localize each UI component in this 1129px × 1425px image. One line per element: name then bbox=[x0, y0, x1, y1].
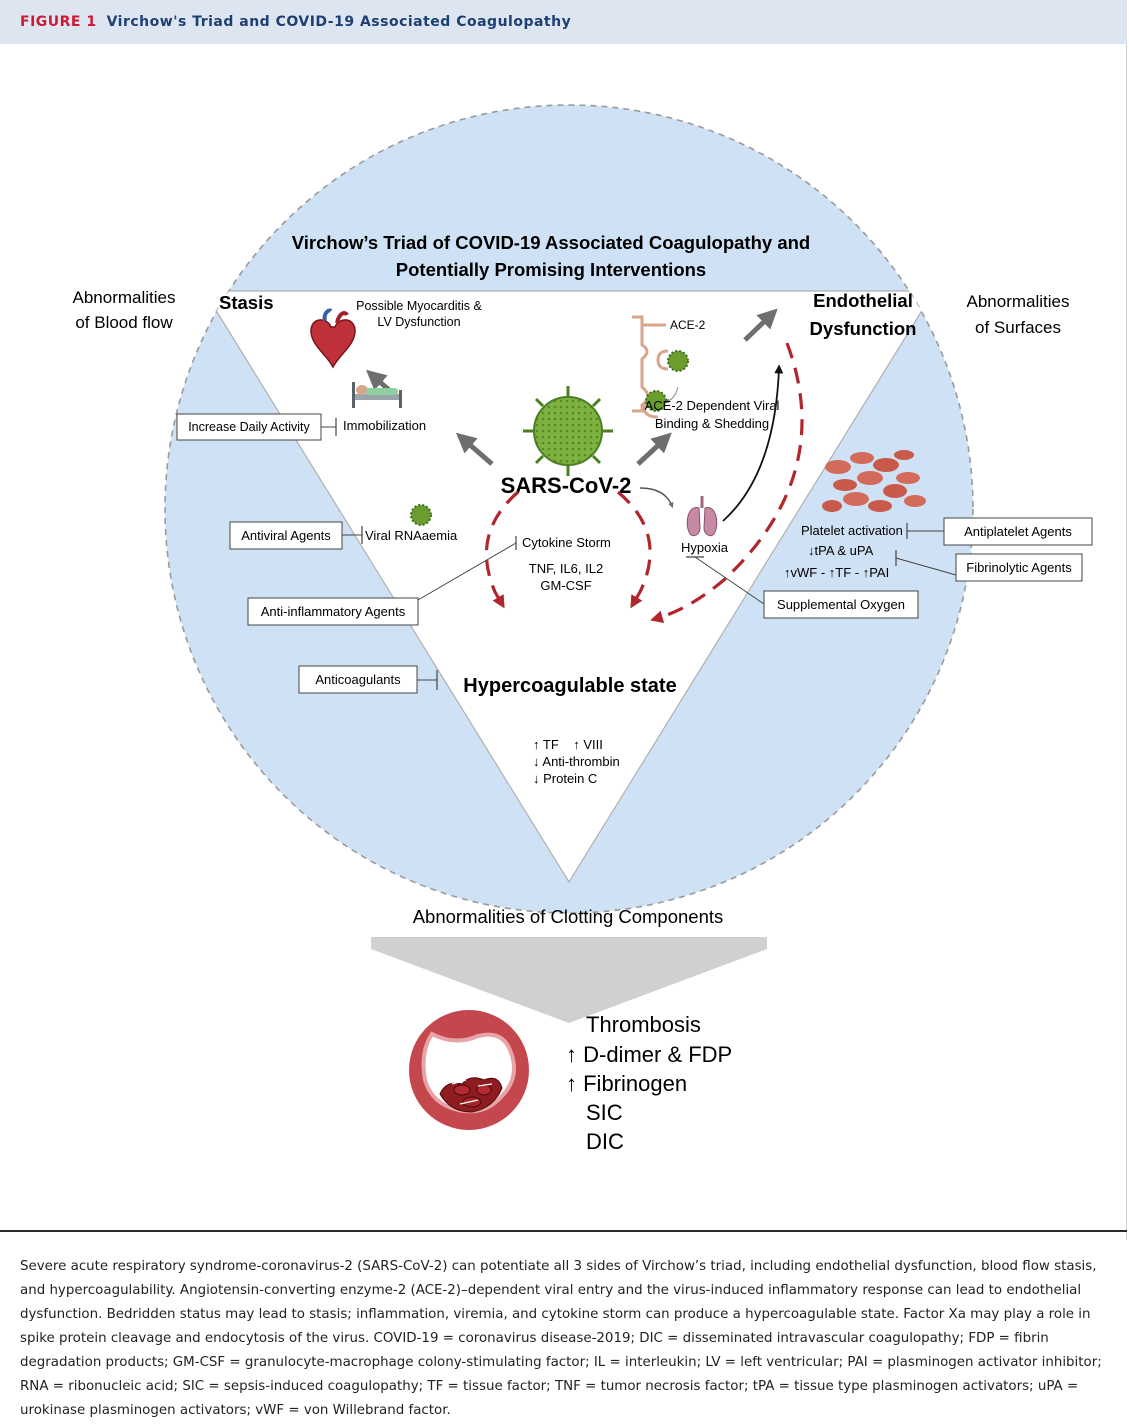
hypoxia-label: Hypoxia bbox=[681, 540, 729, 555]
outcome-thrombosis: Thrombosis bbox=[586, 1012, 701, 1037]
hospital-bed-icon bbox=[352, 382, 402, 408]
caption-text: Severe acute respiratory syndrome-corona… bbox=[20, 1259, 1102, 1418]
clotting-factors-label-2: ↓ Anti-thrombin bbox=[533, 754, 620, 769]
cell-receptor-icon bbox=[632, 315, 679, 419]
left-outer-label-2: of Blood flow bbox=[75, 313, 173, 332]
myocarditis-label-1: Possible Myocarditis & bbox=[356, 299, 482, 313]
ace2-binding-label-1: ACE-2 Dependent Viral bbox=[645, 398, 780, 413]
diagram-heading-line2: Potentially Promising Interventions bbox=[396, 259, 706, 280]
platelet-activation-label: Platelet activation bbox=[801, 523, 903, 538]
right-outer-label-2: of Surfaces bbox=[975, 318, 1061, 337]
corner-stasis: Stasis bbox=[219, 292, 274, 313]
cytokines-label-2: GM-CSF bbox=[540, 578, 591, 593]
blood-vessel-clot-icon bbox=[409, 1010, 529, 1130]
viral-rnaaemia-label: Viral RNAaemia bbox=[365, 528, 458, 543]
platelets-icon bbox=[822, 450, 926, 512]
fibrinolytic-label: Fibrinolytic Agents bbox=[966, 560, 1072, 575]
funnel-arrow bbox=[371, 937, 767, 1023]
virus-icon-main bbox=[523, 386, 613, 476]
caption-divider bbox=[0, 1230, 1127, 1232]
antiviral-box bbox=[229, 521, 343, 550]
lungs-icon bbox=[686, 496, 718, 537]
immobilization-label: Immobilization bbox=[343, 418, 426, 433]
figure-header: FIGURE 1 Virchow's Triad and COVID-19 Ass… bbox=[0, 0, 1127, 44]
figure-title: Virchow's Triad and COVID-19 Associated … bbox=[106, 14, 572, 30]
figure-number: FIGURE 1 bbox=[20, 14, 97, 30]
figure-caption: Severe acute respiratory syndrome-corona… bbox=[20, 1255, 1110, 1423]
antiviral-label: Antiviral Agents bbox=[241, 528, 331, 543]
triad-diagram: Virchow’s Triad of COVID-19 Associated C… bbox=[73, 104, 1093, 1154]
cytokine-storm-label: Cytokine Storm bbox=[522, 535, 611, 550]
clotting-factors-label-1: ↑ TF ↑ VIII bbox=[533, 737, 603, 752]
antiplatelet-box bbox=[943, 517, 1093, 546]
outcome-fibrinogen: ↑ Fibrinogen bbox=[566, 1071, 687, 1096]
left-outer-label-1: Abnormalities bbox=[73, 288, 176, 307]
supplemental-oxygen-box bbox=[763, 590, 919, 619]
antiplatelet-label: Antiplatelet Agents bbox=[964, 524, 1072, 539]
clotting-factors-label-3: ↓ Protein C bbox=[533, 771, 597, 786]
virus-icon-small-receptor bbox=[645, 350, 689, 412]
anti-inflammatory-box bbox=[247, 597, 419, 626]
supplemental-oxygen-label: Supplemental Oxygen bbox=[777, 597, 905, 612]
tpa-upa-label: ↓tPA & uPA bbox=[808, 543, 874, 558]
anticoagulants-label: Anticoagulants bbox=[315, 672, 401, 687]
hypercoagulable-label: Hypercoagulable state bbox=[463, 675, 676, 697]
sars-cov-2-label: SARS-CoV-2 bbox=[501, 473, 632, 498]
anticoagulants-box bbox=[298, 665, 418, 694]
corner-endothelial-1: Endothelial bbox=[813, 290, 913, 311]
outcome-ddimer: ↑ D-dimer & FDP bbox=[566, 1042, 732, 1067]
cytokines-label-1: TNF, IL6, IL2 bbox=[529, 561, 603, 576]
vwf-tf-pai-label: ↑vWF - ↑TF - ↑PAI bbox=[784, 565, 889, 580]
heart-icon bbox=[310, 308, 356, 369]
clotting-components-label: Abnormalities of Clotting Components bbox=[413, 906, 724, 927]
ace2-binding-label-2: Binding & Shedding bbox=[655, 416, 769, 431]
ace2-label: ACE-2 bbox=[670, 318, 706, 332]
figure-frame bbox=[1126, 0, 1127, 1240]
outcome-dic: DIC bbox=[586, 1129, 624, 1154]
increase-activity-box bbox=[176, 413, 322, 441]
figure-label: FIGURE 1 Virchow's Triad and COVID-19 Ass… bbox=[20, 14, 571, 30]
diagram-heading-line1: Virchow’s Triad of COVID-19 Associated C… bbox=[292, 232, 810, 253]
right-outer-label-1: Abnormalities bbox=[967, 292, 1070, 311]
anti-inflammatory-label: Anti-inflammatory Agents bbox=[261, 604, 406, 619]
corner-endothelial-2: Dysfunction bbox=[810, 318, 917, 339]
increase-activity-label: Increase Daily Activity bbox=[188, 420, 310, 434]
myocarditis-label-2: LV Dysfunction bbox=[377, 315, 460, 329]
virus-icon-small bbox=[410, 504, 432, 526]
triad-triangle bbox=[202, 290, 936, 884]
fibrinolytic-box bbox=[955, 553, 1083, 582]
outcome-sic: SIC bbox=[586, 1100, 623, 1125]
